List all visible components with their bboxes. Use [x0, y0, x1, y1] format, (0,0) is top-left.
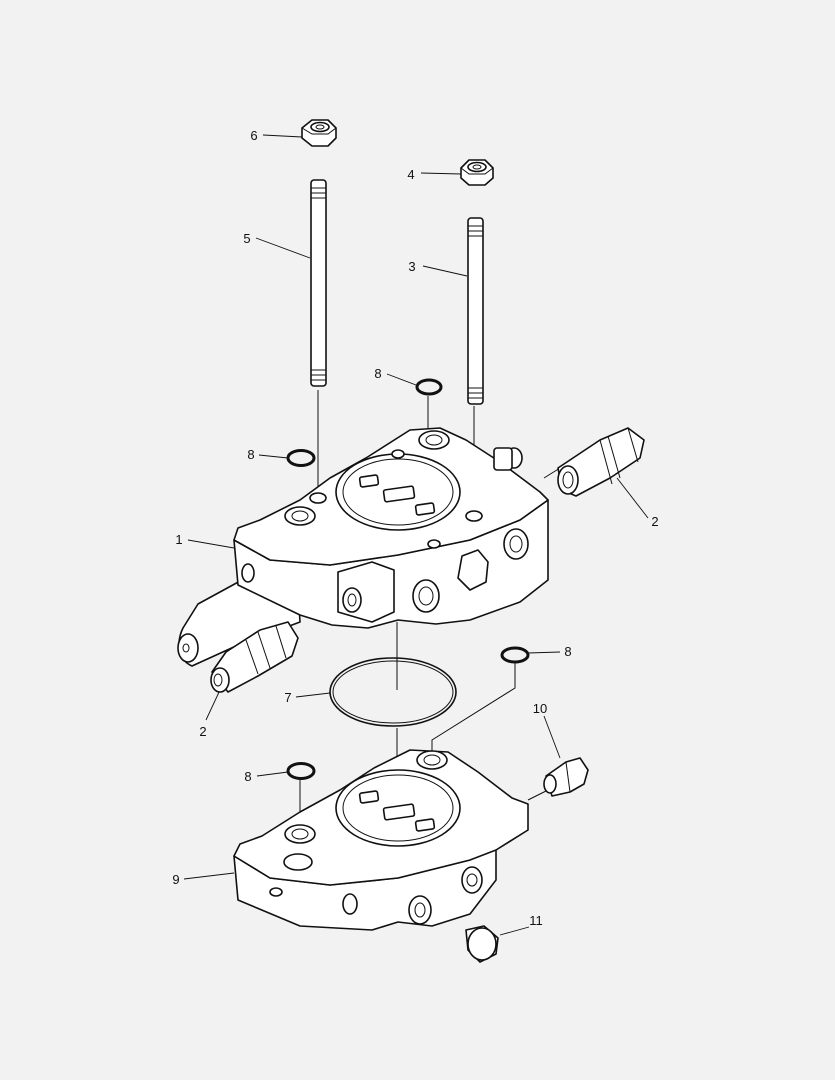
relief-valve-2-left	[210, 621, 299, 693]
callout-2: 2	[199, 724, 206, 739]
callout-8: 8	[564, 644, 571, 659]
fitting-10	[543, 757, 589, 797]
callout-labels: 6 4 5 3 8 8 2 1 8 7 2 10 8 9 11	[172, 128, 658, 928]
o-rings-8	[286, 378, 530, 780]
callout-1: 1	[175, 532, 182, 547]
gasket-ring-7	[329, 657, 457, 727]
tie-rod-5	[310, 179, 327, 387]
hex-nut-4	[460, 159, 494, 186]
callout-4: 4	[407, 167, 414, 182]
callout-8: 8	[244, 769, 251, 784]
relief-valve-2-right	[557, 427, 645, 497]
end-section-9	[233, 749, 529, 931]
callout-9: 9	[172, 872, 179, 887]
callout-5: 5	[243, 231, 250, 246]
callout-10: 10	[533, 701, 547, 716]
tie-rod-3	[467, 217, 484, 405]
callout-6: 6	[250, 128, 257, 143]
callout-3: 3	[408, 259, 415, 274]
callout-2: 2	[651, 514, 658, 529]
callout-11: 11	[529, 913, 543, 928]
callout-8: 8	[247, 447, 254, 462]
hex-nut-6	[301, 119, 337, 147]
callout-7: 7	[284, 690, 291, 705]
valve-section-1	[177, 427, 549, 667]
plug-11	[465, 925, 499, 963]
callout-8: 8	[374, 366, 381, 381]
